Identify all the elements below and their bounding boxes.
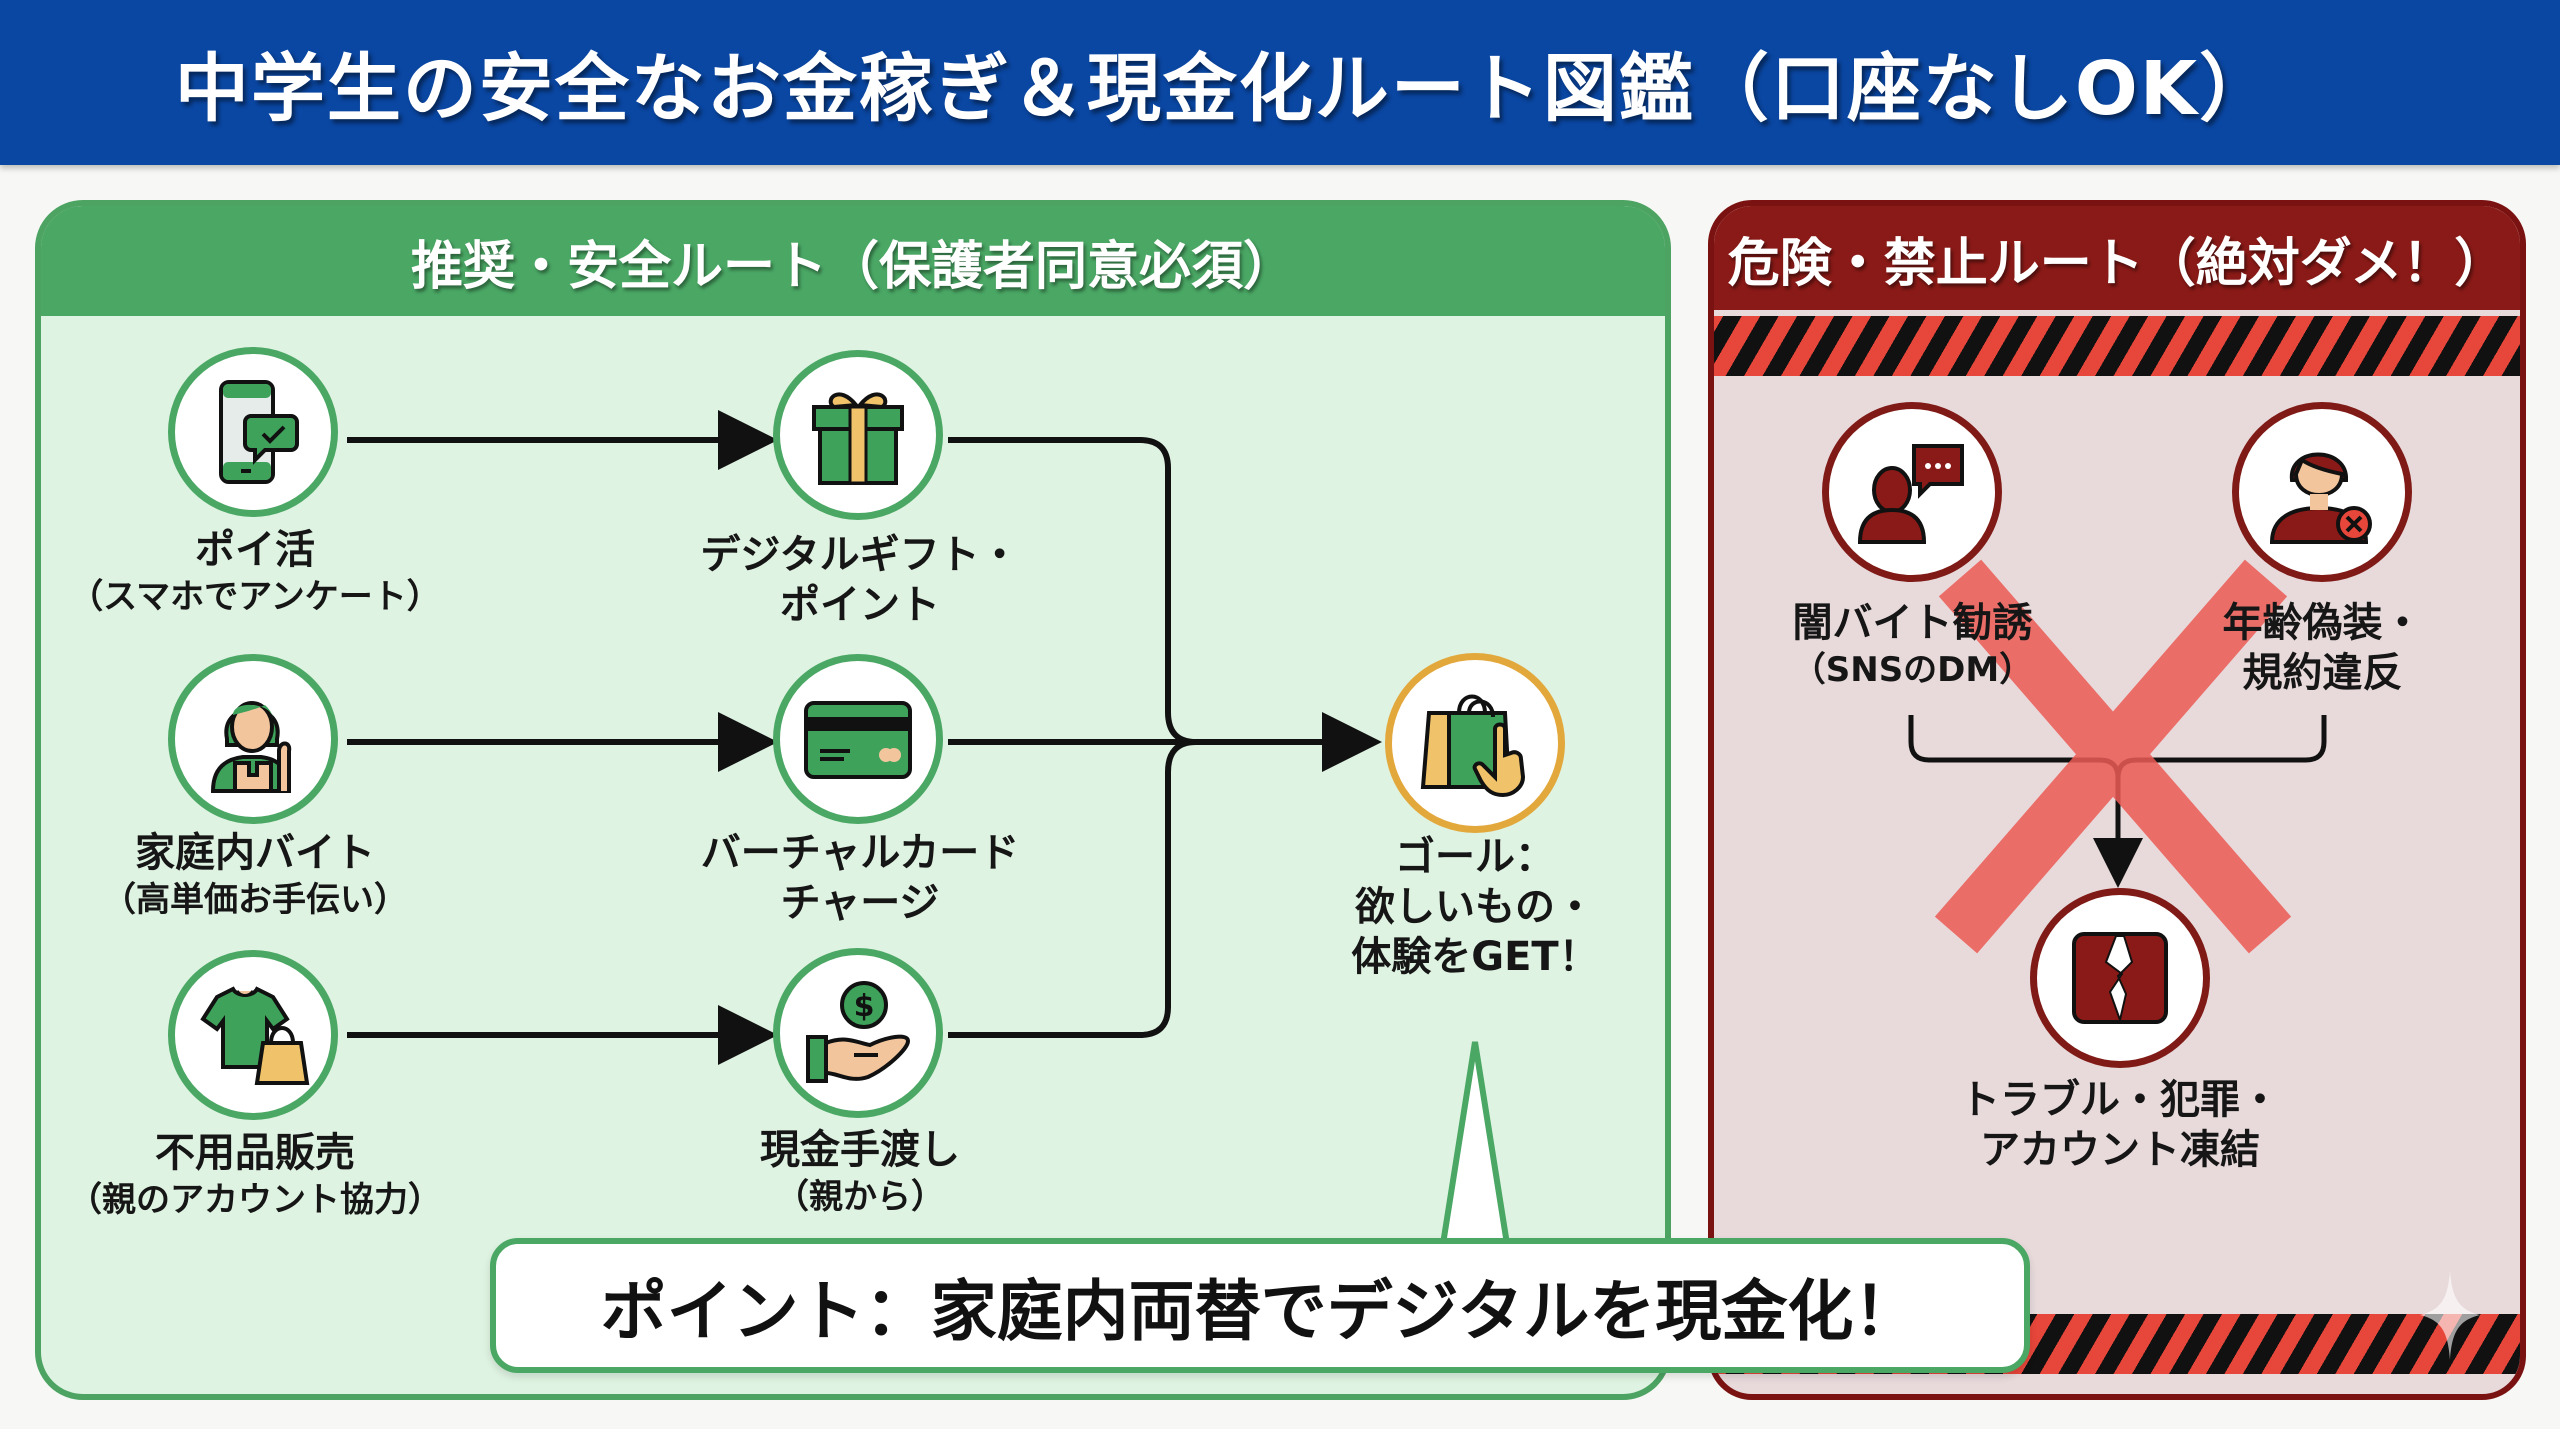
label-age-fraud: 年齢偽装・ 規約違反	[2222, 600, 2423, 696]
svg-text:$: $	[854, 989, 875, 1024]
node-cash-handover: $	[773, 948, 943, 1118]
node-dark-job	[1822, 402, 2002, 582]
node-digital-gift	[773, 350, 943, 520]
tshirt-bag-icon	[200, 986, 310, 1085]
node-goal	[1385, 653, 1565, 833]
label-trouble: トラブル・犯罪・ アカウント凍結	[1960, 1077, 2280, 1173]
hand-coin-icon: $	[806, 981, 911, 1083]
person-x-icon	[2269, 452, 2372, 544]
label-resale: 不用品販売 （親のアカウント協力）	[68, 1130, 442, 1220]
key-point-callout: ポイント：家庭内両替でデジタルを現金化！	[490, 1238, 2030, 1373]
node-housework	[168, 654, 338, 824]
node-age-fraud	[2232, 402, 2412, 582]
danger-route-header: 危険・禁止ルート（絶対ダメ！）	[1714, 206, 2520, 310]
gift-box-icon	[812, 392, 904, 485]
hazard-stripe-top	[1714, 316, 2520, 376]
node-virtual-card	[773, 654, 943, 824]
safe-route-header: 推奨・安全ルート（保護者同意必須）	[41, 206, 1665, 316]
credit-card-icon	[804, 701, 912, 779]
label-cash-handover: 現金手渡し （親から）	[760, 1127, 960, 1217]
title-banner	[0, 0, 2560, 165]
broken-card-icon	[2072, 932, 2168, 1024]
label-virtual-card: バーチャルカード チャージ	[700, 830, 1020, 926]
node-trouble	[2030, 888, 2210, 1068]
node-resale	[168, 950, 338, 1120]
label-housework: 家庭内バイト （高単価お手伝い）	[102, 830, 408, 920]
apron-person-icon	[210, 701, 292, 793]
smartphone-check-icon	[219, 380, 299, 484]
label-digital-gift: デジタルギフト・ ポイント	[700, 532, 1020, 628]
label-dark-job: 闇バイト勧誘 （SNSのDM）	[1791, 600, 2034, 690]
label-goal: ゴール： 欲しいもの・ 体験をGET！	[1351, 834, 1599, 980]
person-chat-icon	[1857, 444, 1964, 544]
sparkle-icon	[2420, 1270, 2480, 1360]
label-poikatsu: ポイ活 （スマホでアンケート）	[69, 527, 441, 617]
page-title: 中学生の安全なお金稼ぎ＆現金化ルート図鑑（口座なしOK）	[174, 46, 2276, 132]
node-poikatsu	[168, 347, 338, 517]
danger-route-panel: 危険・禁止ルート（絶対ダメ！）	[1708, 200, 2526, 1400]
shopping-bag-hand-icon	[1420, 694, 1526, 798]
